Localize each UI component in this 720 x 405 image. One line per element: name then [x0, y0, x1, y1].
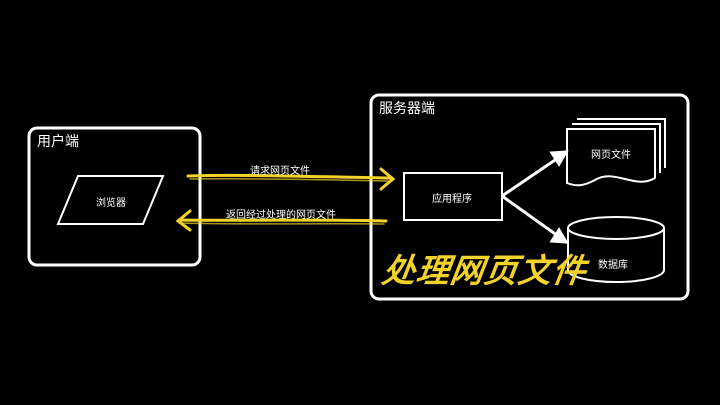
server-frame [369, 93, 690, 301]
files-stack-icon [566, 118, 666, 187]
browser-label: 浏览器 [96, 198, 126, 209]
browser-shape [56, 175, 165, 225]
client-title: 用户端 [37, 134, 79, 150]
app-label: 应用程序 [432, 194, 472, 205]
files-label: 网页文件 [591, 150, 631, 161]
request-label: 请求网页文件 [250, 166, 310, 177]
server-title: 服务器端 [379, 101, 435, 117]
response-label: 返回经过处理的网页文件 [226, 210, 336, 221]
request-arrow [186, 167, 396, 191]
branch-arrows [501, 150, 569, 244]
client-frame [27, 126, 202, 267]
database-icon [567, 216, 665, 283]
handwritten-annotation: 处理网页文件 [379, 251, 590, 290]
database-label: 数据库 [598, 260, 628, 271]
response-arrow [175, 209, 388, 232]
